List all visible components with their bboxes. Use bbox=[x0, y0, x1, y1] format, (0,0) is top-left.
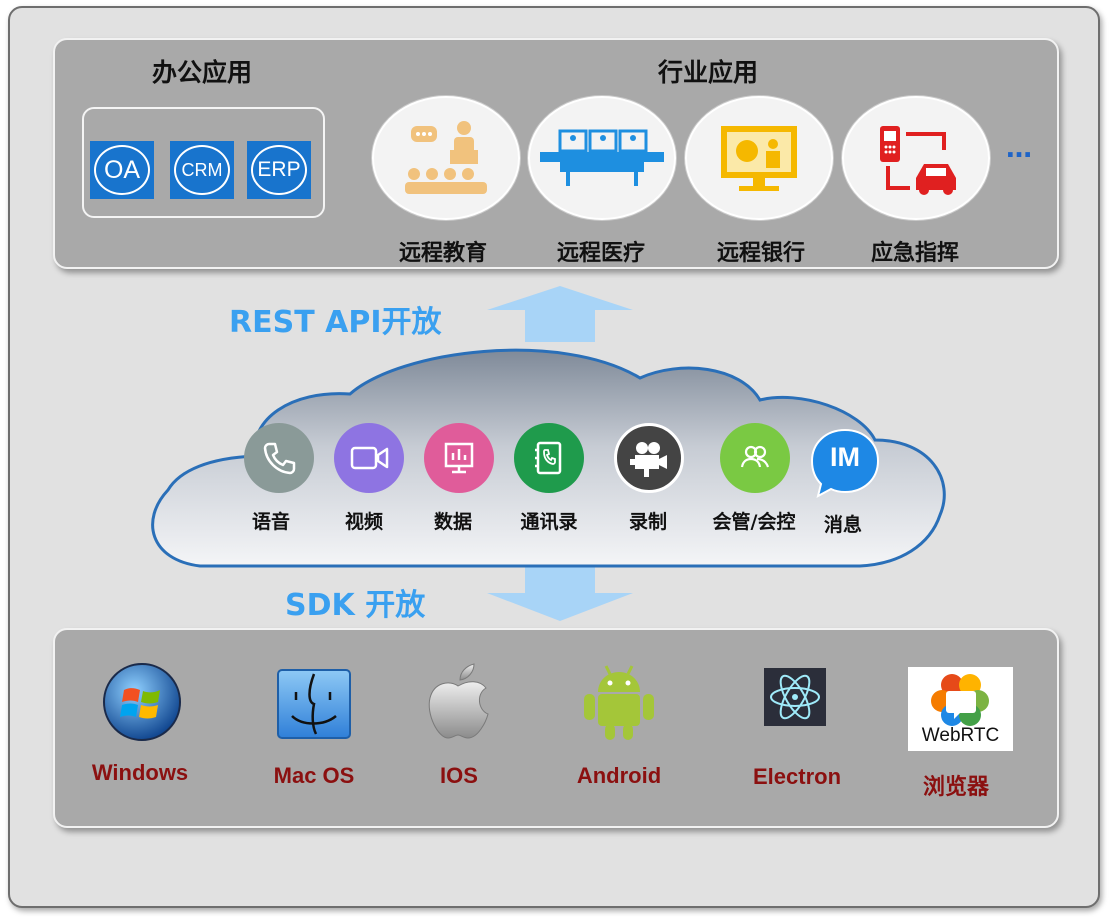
electron-icon[interactable] bbox=[764, 668, 826, 726]
im-bubble-icon[interactable]: IM bbox=[810, 428, 880, 498]
service-label-voice: 语音 bbox=[251, 511, 291, 533]
platform-label-macos: Mac OS bbox=[273, 763, 355, 788]
crm-label: CRM bbox=[174, 145, 230, 195]
down-arrow-icon bbox=[487, 567, 633, 621]
video-conference-table-icon[interactable] bbox=[528, 96, 676, 220]
industry-label-emergency: 应急指挥 bbox=[870, 241, 960, 266]
erp-icon[interactable]: ERP bbox=[247, 141, 311, 199]
erp-label: ERP bbox=[251, 145, 307, 195]
apple-icon[interactable] bbox=[420, 662, 496, 742]
crm-icon[interactable]: CRM bbox=[170, 141, 234, 199]
up-arrow-icon bbox=[487, 286, 633, 342]
platform-label-windows: Windows bbox=[91, 760, 189, 785]
industry-label-medical: 远程医疗 bbox=[556, 241, 646, 266]
service-label-data: 数据 bbox=[433, 511, 473, 533]
sdk-label: SDK 开放 bbox=[285, 588, 426, 623]
service-label-recording: 录制 bbox=[628, 511, 668, 533]
android-icon[interactable] bbox=[580, 662, 658, 742]
chart-board-icon[interactable] bbox=[424, 423, 494, 493]
platform-label-android: Android bbox=[576, 763, 662, 788]
classroom-icon[interactable] bbox=[372, 96, 520, 220]
platform-label-electron: Electron bbox=[752, 764, 842, 789]
platform-panel bbox=[53, 628, 1059, 828]
industry-apps-header: 行业应用 bbox=[658, 58, 759, 87]
finder-icon[interactable] bbox=[276, 668, 352, 740]
webrtc-icon[interactable]: WebRTC bbox=[908, 667, 1013, 751]
industry-label-banking: 远程银行 bbox=[716, 241, 806, 266]
platform-label-ios: IOS bbox=[440, 763, 478, 788]
oa-label: OA bbox=[94, 145, 150, 195]
im-badge-text: IM bbox=[830, 442, 860, 472]
contact-book-icon[interactable] bbox=[514, 423, 584, 493]
oa-icon[interactable]: OA bbox=[90, 141, 154, 199]
video-camera-icon[interactable] bbox=[334, 423, 404, 493]
monitor-presentation-icon[interactable] bbox=[685, 96, 833, 220]
windows-icon[interactable] bbox=[102, 662, 182, 742]
phone-car-dispatch-icon[interactable] bbox=[842, 96, 990, 220]
industry-label-education: 远程教育 bbox=[398, 241, 488, 266]
service-label-conference-control: 会管/会控 bbox=[712, 511, 796, 533]
platform-label-browser: 浏览器 bbox=[922, 774, 990, 799]
office-apps-header: 办公应用 bbox=[152, 58, 253, 87]
service-label-message: 消息 bbox=[823, 514, 863, 536]
rest-api-label: REST API开放 bbox=[229, 305, 442, 340]
people-icon[interactable] bbox=[720, 423, 790, 493]
service-label-video: 视频 bbox=[344, 511, 384, 533]
service-label-contacts: 通讯录 bbox=[520, 511, 578, 533]
webrtc-badge-text: WebRTC bbox=[921, 725, 1000, 746]
phone-icon[interactable] bbox=[244, 423, 314, 493]
movie-camera-icon[interactable] bbox=[614, 423, 684, 493]
more-apps-ellipsis[interactable]: … bbox=[1006, 134, 1033, 164]
